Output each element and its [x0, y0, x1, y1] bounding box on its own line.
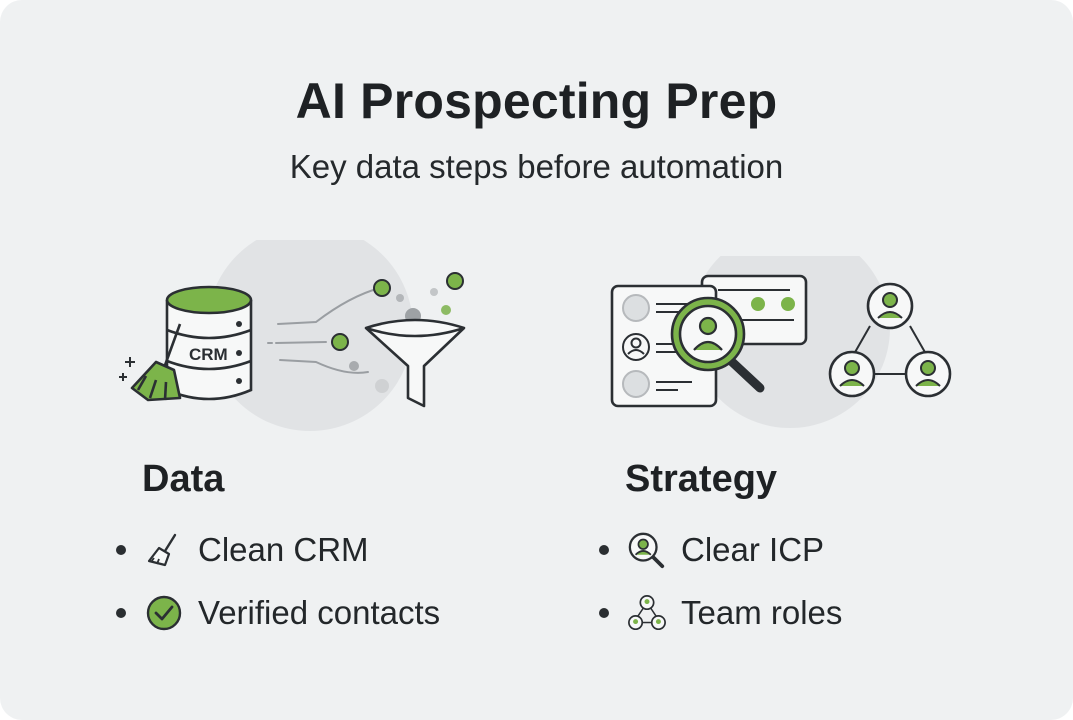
strategy-illustration — [610, 256, 952, 428]
search-person-icon — [670, 296, 765, 393]
funnel-icon — [364, 318, 466, 408]
crm-label: CRM — [189, 345, 228, 364]
list-item-verified-contacts: Verified contacts — [116, 591, 440, 635]
bullet — [116, 608, 126, 618]
list-item-clean-crm: Clean CRM — [116, 528, 369, 572]
item-label: Clean CRM — [198, 531, 369, 568]
page-title: AI Prospecting Prep — [295, 73, 778, 129]
sparkle-icon — [119, 357, 135, 381]
list-item-team-roles: Team roles — [599, 591, 842, 635]
crm-database-icon — [165, 285, 253, 401]
strategy-section-title: Strategy — [625, 458, 778, 500]
list-item-clear-icp: Clear ICP — [599, 528, 824, 572]
broom-icon — [144, 530, 184, 570]
item-label: Clear ICP — [681, 531, 825, 568]
page-subtitle: Key data steps before automation — [289, 148, 784, 185]
broom-icon — [130, 323, 182, 402]
bullet — [116, 545, 126, 555]
team-network-icon — [627, 593, 667, 633]
item-label: Team roles — [681, 594, 843, 631]
item-label: Verified contacts — [198, 594, 441, 631]
contact-avatar-icons — [622, 294, 650, 398]
data-illustration: CRM — [119, 240, 466, 431]
data-halo — [207, 240, 413, 431]
team-network-icon — [828, 282, 952, 398]
bullet — [599, 545, 609, 555]
bullet — [599, 608, 609, 618]
search-person-icon — [627, 530, 667, 570]
data-section-title: Data — [142, 458, 225, 500]
check-circle-icon — [144, 593, 184, 633]
